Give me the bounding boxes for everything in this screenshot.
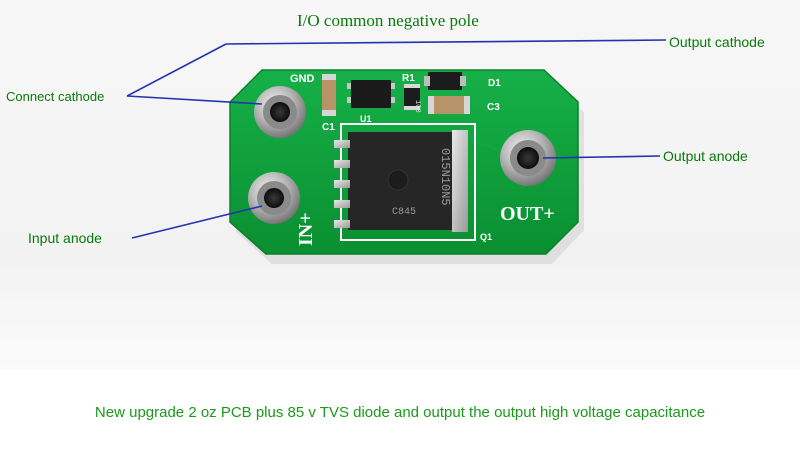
mosfet-pin [334, 180, 350, 188]
leader-output-cathode [225, 39, 667, 45]
chip-pin [347, 97, 351, 103]
silk-in-plus: IN+ [295, 212, 317, 246]
mosfet-pin [334, 140, 350, 148]
silk-out-plus: OUT+ [500, 203, 555, 225]
chip-pin [391, 83, 395, 89]
mosfet-pin [334, 220, 350, 228]
mosfet-marking-1: 015N10N5 [438, 148, 452, 206]
c1-capacitor [322, 78, 336, 112]
resistor-cap [404, 106, 420, 110]
cap-end [322, 110, 336, 116]
resistor-cap [404, 84, 420, 88]
caption-band [0, 370, 800, 457]
silk-d1: D1 [488, 78, 501, 89]
mosfet-tab [452, 130, 468, 232]
mosfet-marking-2: C845 [392, 207, 416, 218]
u1-chip [351, 80, 391, 108]
mosfet-dimple [387, 169, 409, 191]
cap-end [464, 96, 470, 114]
leader-connect-cathode [126, 95, 263, 105]
label-input-anode: Input anode [28, 230, 102, 246]
cap-end [428, 96, 434, 114]
c3-capacitor [432, 96, 466, 114]
silk-c3: C3 [487, 102, 500, 113]
label-output-cathode: Output cathode [669, 34, 765, 50]
d1-diode [428, 72, 462, 90]
label-connect-cathode: Connect cathode [6, 89, 105, 104]
silk-gnd: GND [290, 73, 315, 85]
silk-r1: R1 [402, 73, 415, 84]
mosfet-pin [334, 200, 350, 208]
diode-lead [460, 76, 466, 86]
label-output-anode: Output anode [663, 148, 748, 164]
resistor-marking: 100 [413, 100, 421, 113]
diode-lead [424, 76, 430, 86]
label-common-negative: I/O common negative pole [297, 11, 479, 30]
r1-resistor [404, 86, 420, 108]
mosfet-pin [334, 160, 350, 168]
silk-u1: U1 [360, 114, 372, 124]
leader-output-anode [542, 155, 661, 159]
terminal-hole [270, 102, 290, 122]
leader-common-negative [126, 43, 227, 97]
silk-q1: Q1 [480, 232, 492, 242]
cap-end [322, 74, 336, 80]
chip-pin [391, 97, 395, 103]
caption-text: New upgrade 2 oz PCB plus 85 v TVS diode… [94, 404, 706, 421]
chip-pin [347, 83, 351, 89]
leader-input-anode [131, 205, 263, 239]
silk-c1: C1 [322, 122, 335, 133]
terminal-hole [264, 188, 284, 208]
terminal-hole [517, 147, 539, 169]
